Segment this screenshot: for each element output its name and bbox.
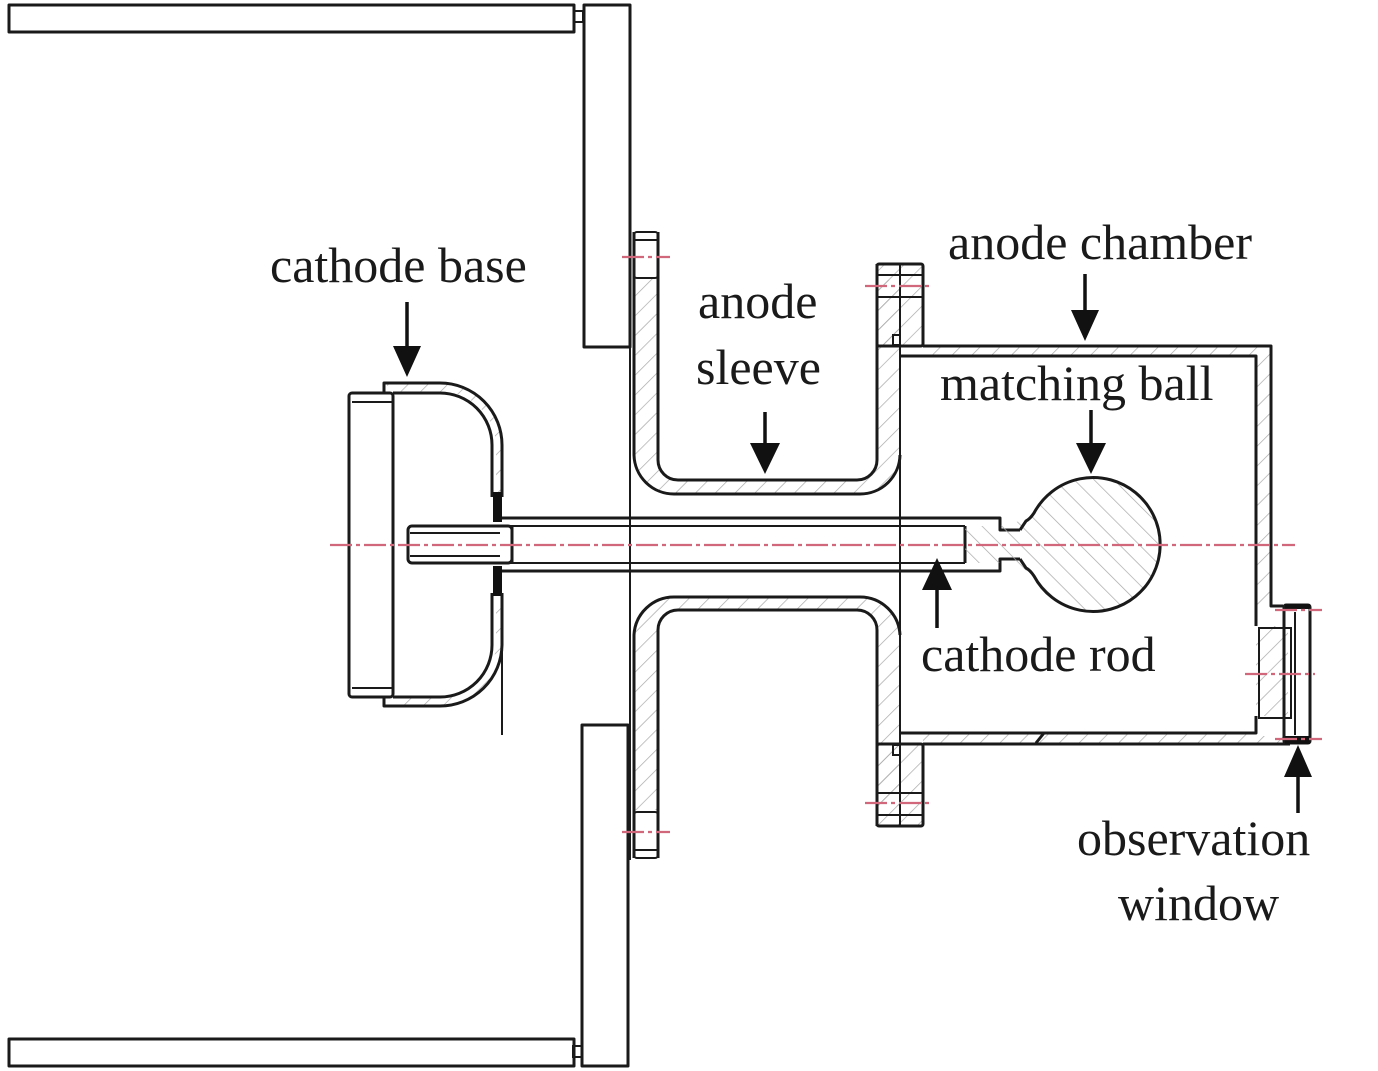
bottom-vertical-plate bbox=[580, 723, 630, 1068]
label-anode-sleeve: anode sleeve bbox=[696, 273, 821, 474]
bottom-horizontal-plate bbox=[7, 1037, 576, 1068]
cathode-base-label: cathode base bbox=[270, 237, 527, 293]
arrow-up-icon bbox=[922, 558, 952, 590]
wall-frame bbox=[7, 3, 632, 1068]
observation-window bbox=[1256, 603, 1312, 745]
anode-sleeve bbox=[629, 231, 902, 860]
anode-chamber bbox=[875, 262, 1290, 828]
arrow-down-icon bbox=[393, 346, 421, 377]
label-cathode-rod: cathode rod bbox=[921, 558, 1156, 682]
anode-sleeve-label-line1: anode bbox=[698, 273, 817, 329]
label-anode-chamber: anode chamber bbox=[948, 214, 1252, 341]
label-observation-window: observation window bbox=[1077, 745, 1312, 931]
arrow-down-icon bbox=[1076, 443, 1106, 474]
arrow-down-icon bbox=[750, 443, 780, 474]
top-vertical-plate bbox=[582, 3, 632, 349]
anode-sleeve-label-line2: sleeve bbox=[696, 339, 821, 395]
matching-ball-label: matching ball bbox=[940, 355, 1214, 411]
observation-window-label-line2: window bbox=[1118, 875, 1279, 931]
label-cathode-base: cathode base bbox=[270, 237, 527, 377]
label-matching-ball: matching ball bbox=[940, 355, 1214, 474]
anode-chamber-label: anode chamber bbox=[948, 214, 1252, 270]
arrow-down-icon bbox=[1071, 310, 1099, 341]
arrow-up-icon bbox=[1284, 745, 1312, 777]
top-horizontal-plate bbox=[7, 3, 576, 34]
cathode-rod-label: cathode rod bbox=[921, 626, 1156, 682]
cathode-base bbox=[347, 381, 504, 735]
centerlines bbox=[330, 255, 1322, 834]
observation-window-label-line1: observation bbox=[1077, 810, 1310, 866]
